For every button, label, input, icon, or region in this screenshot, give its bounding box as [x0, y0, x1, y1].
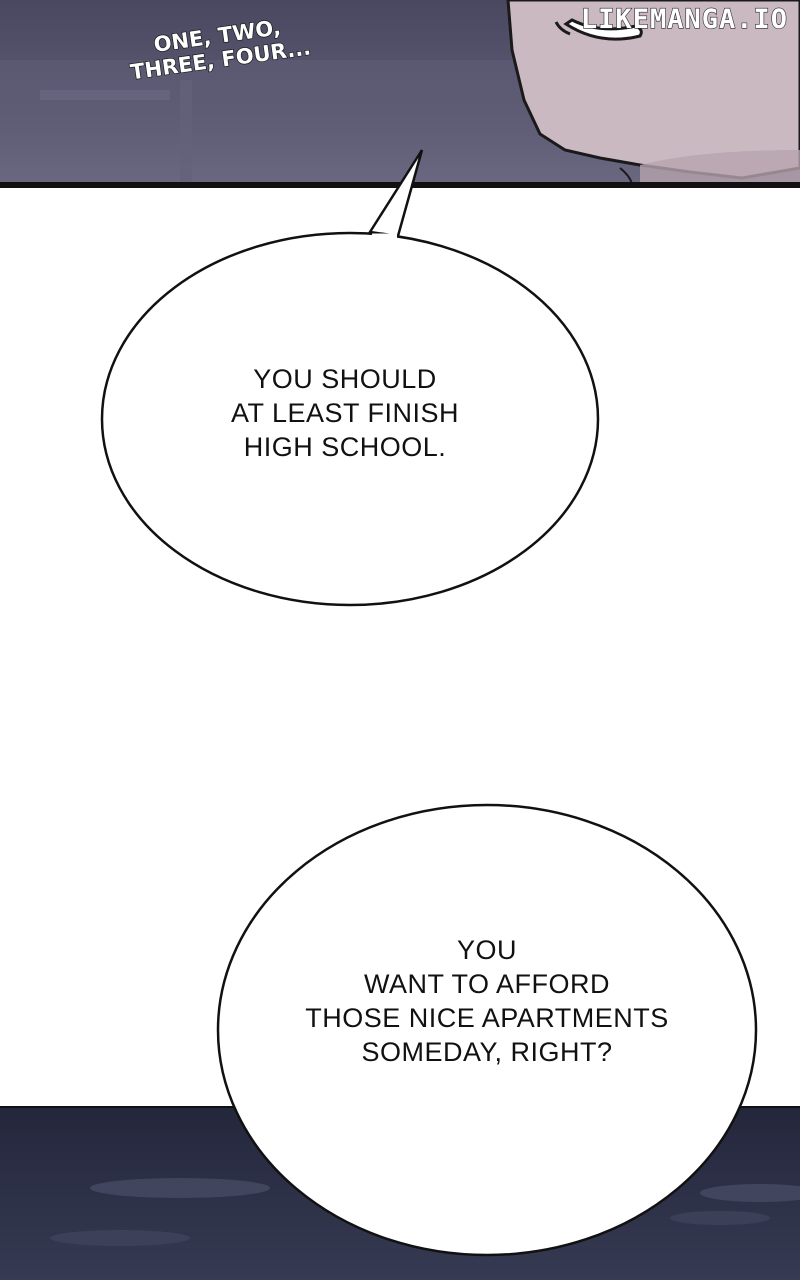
character-face: [506, 0, 800, 180]
character-mouth: [563, 18, 643, 41]
dialogue-line: SOMEDAY, RIGHT?: [361, 1037, 613, 1067]
top-panel-art: [0, 0, 800, 184]
speech-bubble-2-text: YOU WANT TO AFFORD THOSE NICE APARTMENTS…: [282, 933, 692, 1069]
top-panel-shadow-band-3: [40, 90, 170, 100]
top-panel: [0, 0, 800, 184]
dialogue-line: YOU SHOULD: [253, 364, 437, 394]
watermark: LIKEMANGA.IO: [580, 3, 788, 35]
dialogue-line: THOSE NICE APARTMENTS: [305, 1003, 669, 1033]
dialogue-line: WANT TO AFFORD: [363, 969, 611, 999]
dialogue-line: YOU: [456, 935, 517, 965]
speech-bubble-2: [216, 803, 758, 1257]
speech-bubble-1: [100, 231, 600, 607]
speech-bubble-1-text: YOU SHOULD AT LEAST FINISH HIGH SCHOOL.: [200, 362, 490, 464]
character-mouth-line: [554, 21, 571, 36]
bottom-panel-cloud-3: [50, 1230, 190, 1246]
dialogue-line: AT LEAST FINISH: [230, 398, 460, 428]
bottom-panel-cloud: [90, 1178, 270, 1198]
bottom-panel-cloud-2: [700, 1184, 800, 1202]
dialogue-line: HIGH SCHOOL.: [243, 432, 447, 462]
character-neck-shadow: [640, 150, 800, 184]
top-panel-shadow-band-2: [180, 80, 192, 184]
speech-bubble-tail: [367, 149, 424, 238]
bottom-panel-cloud-4: [670, 1211, 770, 1225]
